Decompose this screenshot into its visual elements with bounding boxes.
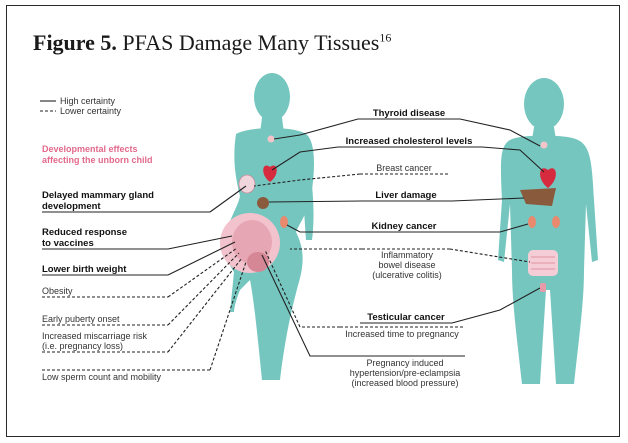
- connector-sperm: [210, 262, 246, 370]
- label-birth-weight: Lower birth weight: [42, 264, 127, 275]
- connector-obesity: [168, 248, 237, 297]
- label-obesity: Obesity: [42, 286, 73, 296]
- male-silhouette: [498, 78, 598, 384]
- label-sperm: Low sperm count and mobility: [42, 372, 162, 382]
- legend-dev-2: affecting the unborn child: [42, 155, 153, 165]
- label-hyper-3: (increased blood pressure): [351, 378, 458, 388]
- label-time-preg: Increased time to pregnancy: [345, 329, 459, 339]
- liver-icon-female: [257, 197, 269, 209]
- label-cholesterol: Increased cholesterol levels: [346, 136, 473, 147]
- label-hyper-2: hypertension/pre-eclampsia: [350, 368, 461, 378]
- label-kidney: Kidney cancer: [372, 221, 437, 232]
- label-miscarriage-1: Increased miscarriage risk: [42, 331, 148, 341]
- label-liver: Liver damage: [375, 190, 436, 201]
- label-ibd-1: Inflammatory: [381, 250, 434, 260]
- legend-low: Lower certainty: [60, 106, 122, 116]
- breast-shape: [239, 175, 255, 193]
- label-testicular: Testicular cancer: [367, 312, 445, 323]
- label-ibd-2: bowel disease: [378, 260, 435, 270]
- label-ibd-3: (ulcerative colitis): [372, 270, 442, 280]
- label-vaccine-2: to vaccines: [42, 238, 94, 249]
- kidney-icon-female: [280, 216, 288, 228]
- label-breast: Breast cancer: [376, 163, 432, 173]
- thyroid-icon-male: [541, 142, 548, 149]
- legend-dev-1: Developmental effects: [42, 144, 138, 154]
- connector-puberty: [168, 253, 239, 325]
- label-mammary-2: development: [42, 201, 101, 212]
- testes-icon-male: [540, 283, 546, 292]
- label-puberty: Early puberty onset: [42, 314, 120, 324]
- thyroid-icon-female: [268, 136, 275, 143]
- label-vaccine-1: Reduced response: [42, 227, 127, 238]
- label-hyper-1: Pregnancy induced: [366, 358, 443, 368]
- legend-high: High certainty: [60, 96, 116, 106]
- kidney-left-icon-male: [528, 216, 536, 228]
- kidney-right-icon-male: [552, 216, 560, 228]
- label-miscarriage-2: (i.e. pregnancy loss): [42, 341, 123, 351]
- label-thyroid: Thyroid disease: [373, 108, 445, 119]
- label-mammary-1: Delayed mammary gland: [42, 190, 154, 201]
